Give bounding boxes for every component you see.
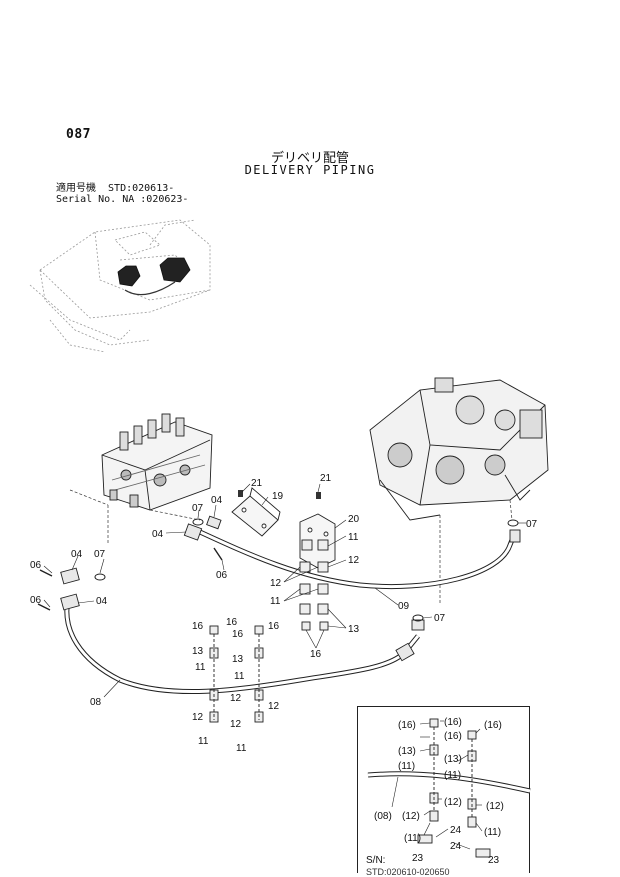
inset-callout-24: 24 bbox=[450, 825, 462, 836]
serial-line-1: 適用号機 STD:020613- bbox=[56, 183, 175, 194]
callout-11: 11 bbox=[198, 736, 209, 747]
callout-06: 06 bbox=[30, 595, 42, 606]
title-japanese: デリベリ配管 bbox=[270, 151, 349, 166]
valve-leader-lines bbox=[69, 489, 201, 545]
callout-11: 11 bbox=[234, 671, 245, 682]
callout-leaders bbox=[43, 483, 526, 698]
inset-detail-box: (16) (16) (16) (16) (13) (13) (11) (11) … bbox=[357, 706, 531, 877]
inset-callout-16: (16) bbox=[484, 720, 502, 731]
callout-04: 04 bbox=[71, 549, 83, 560]
callout-06: 06 bbox=[216, 570, 228, 581]
callout-12: 12 bbox=[230, 693, 242, 704]
control-valve bbox=[101, 413, 213, 511]
inset-callout-12: (12) bbox=[402, 811, 420, 822]
callout-11: 11 bbox=[236, 743, 247, 754]
callout-04: 04 bbox=[96, 596, 108, 607]
page-number: 087 bbox=[66, 127, 91, 142]
main-pump bbox=[369, 377, 549, 521]
callout-11: 11 bbox=[348, 532, 359, 543]
callout-12: 12 bbox=[270, 578, 282, 589]
inset-callout-16: (16) bbox=[444, 731, 462, 742]
callout-12: 12 bbox=[268, 701, 280, 712]
callout-04: 04 bbox=[211, 495, 223, 506]
callout-16: 16 bbox=[192, 621, 204, 632]
callout-07: 07 bbox=[94, 549, 106, 560]
title-english: DELIVERY PIPING bbox=[244, 163, 376, 177]
callout-12: 12 bbox=[192, 712, 204, 723]
callout-13: 13 bbox=[192, 646, 204, 657]
callout-21: 21 bbox=[320, 473, 332, 484]
inset-callout-23: 23 bbox=[412, 853, 424, 864]
callout-19: 19 bbox=[272, 491, 284, 502]
inset-clamps bbox=[417, 718, 491, 858]
serial-line-2: Serial No. NA :020623- bbox=[56, 194, 189, 205]
callout-20: 20 bbox=[348, 514, 360, 525]
bolts-06 bbox=[37, 547, 223, 611]
inset-callout-08: (08) bbox=[374, 811, 392, 822]
inset-callout-11: (11) bbox=[444, 770, 461, 781]
callout-12: 12 bbox=[230, 719, 242, 730]
plate-20 bbox=[299, 513, 336, 569]
callout-11: 11 bbox=[195, 662, 206, 673]
delivery-hose-09 bbox=[198, 529, 517, 590]
callout-labels: 21 19 04 07 04 06 21 20 11 12 07 06 04 0… bbox=[30, 473, 538, 754]
inset-callout-12: (12) bbox=[486, 801, 504, 812]
inset-callout-12: (12) bbox=[444, 797, 462, 808]
hose-fittings bbox=[60, 515, 521, 662]
callout-16: 16 bbox=[232, 629, 244, 640]
bolts-21 bbox=[238, 490, 321, 499]
callout-12: 12 bbox=[348, 555, 360, 566]
callout-07: 07 bbox=[526, 519, 538, 530]
inset-labels: (16) (16) (16) (16) (13) (13) (11) (11) … bbox=[374, 717, 504, 866]
serial-applicability: 適用号機 STD:020613- Serial No. NA :020623- bbox=[56, 183, 188, 205]
sketch-highlight-valves bbox=[117, 257, 191, 296]
inset-callout-13: (13) bbox=[444, 754, 462, 765]
callout-16: 16 bbox=[268, 621, 280, 632]
inset-callout-11: (11) bbox=[404, 833, 421, 844]
callout-06: 06 bbox=[30, 560, 42, 571]
callout-07: 07 bbox=[434, 613, 446, 624]
callout-11: 11 bbox=[270, 596, 281, 607]
inset-serial-label: S/N: bbox=[366, 855, 386, 866]
inset-callout-11: (11) bbox=[398, 761, 415, 772]
inset-leaders bbox=[391, 720, 483, 850]
inset-diagram: (16) (16) (16) (16) (13) (13) (11) (11) … bbox=[367, 717, 531, 866]
callout-13: 13 bbox=[232, 654, 244, 665]
inset-serial-code: STD:020610-020650 bbox=[366, 867, 450, 877]
inset-callout-13: (13) bbox=[398, 746, 416, 757]
callout-09: 09 bbox=[398, 601, 410, 612]
callout-16: 16 bbox=[226, 617, 238, 628]
inset-callout-16: (16) bbox=[444, 717, 462, 728]
callout-13: 13 bbox=[348, 624, 360, 635]
callout-21: 21 bbox=[251, 478, 263, 489]
clamp-stack-left bbox=[209, 625, 264, 723]
inset-callout-16: (16) bbox=[398, 720, 416, 731]
callout-08: 08 bbox=[90, 697, 102, 708]
machine-overview-sketch bbox=[29, 219, 211, 353]
pump-leader-lines bbox=[439, 499, 513, 605]
inset-callout-24: 24 bbox=[450, 841, 462, 852]
inset-callout-11: (11) bbox=[484, 827, 501, 838]
callout-16: 16 bbox=[310, 649, 322, 660]
inset-callout-23: 23 bbox=[488, 855, 500, 866]
inset-hose-08 bbox=[367, 771, 531, 794]
callout-04: 04 bbox=[152, 529, 164, 540]
callout-07: 07 bbox=[192, 503, 204, 514]
